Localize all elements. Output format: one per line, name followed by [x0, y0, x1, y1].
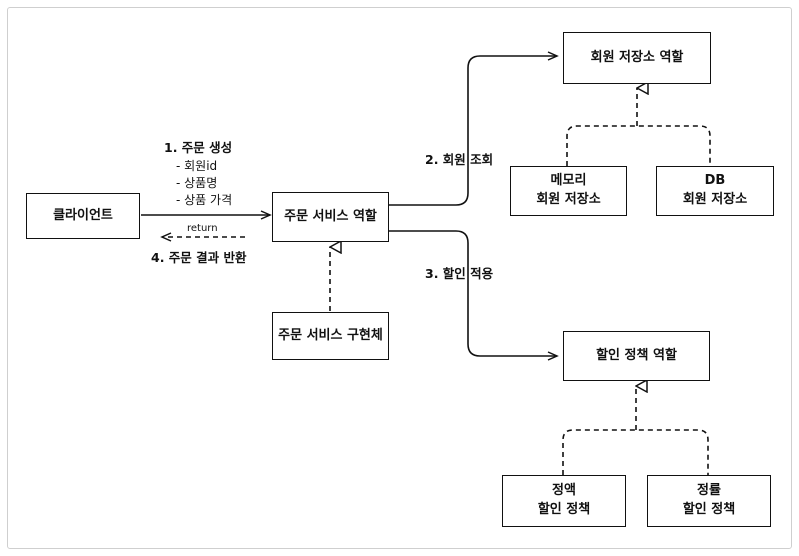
fixed-discount-line2: 할인 정책 [537, 502, 591, 517]
db-repo-node: DB 회원 저장소 [656, 166, 774, 216]
param-product-price: - 상품 가격 [176, 193, 233, 207]
edge-discount-realizes [562, 429, 709, 475]
order-service-role-node: 주문 서비스 역할 [272, 192, 389, 242]
create-order-label: 1. 주문 생성 [164, 140, 233, 155]
client-label: 클라이언트 [53, 207, 113, 223]
rate-discount-node: 정률 할인 정책 [647, 475, 771, 527]
order-service-role-label: 주문 서비스 역할 [284, 208, 377, 224]
apply-discount-label: 3. 할인 적용 [425, 266, 494, 281]
memory-repo-line1: 메모리 [550, 173, 587, 189]
order-service-impl-label: 주문 서비스 구현체 [278, 327, 383, 343]
discount-policy-role-label: 할인 정책 역할 [596, 347, 677, 363]
member-repo-role-node: 회원 저장소 역할 [563, 32, 711, 84]
discount-policy-role-node: 할인 정책 역할 [563, 331, 710, 381]
diagram-frame [7, 7, 792, 549]
memory-repo-line2: 회원 저장소 [536, 192, 601, 207]
order-service-impl-node: 주문 서비스 구현체 [272, 312, 389, 360]
member-repo-role-label: 회원 저장소 역할 [590, 49, 684, 65]
rate-discount-line1: 정률 [697, 483, 721, 499]
db-repo-line2: 회원 저장소 [682, 192, 748, 207]
edge-memory-realizes [566, 125, 711, 166]
param-product-name: - 상품명 [176, 176, 218, 190]
param-member-id: - 회원id [176, 159, 218, 173]
db-repo-line1: DB [704, 173, 726, 189]
memory-repo-node: 메모리 회원 저장소 [510, 166, 627, 216]
find-member-label: 2. 회원 조회 [425, 152, 494, 167]
rate-discount-line2: 할인 정책 [682, 502, 736, 517]
fixed-discount-node: 정액 할인 정책 [502, 475, 626, 527]
fixed-discount-line1: 정액 [552, 483, 576, 499]
edge-find-member [389, 51, 559, 206]
client-node: 클라이언트 [26, 193, 140, 239]
return-result-label: 4. 주문 결과 반환 [151, 250, 247, 265]
return-label: return [187, 223, 218, 234]
edge-apply-discount [389, 230, 559, 361]
